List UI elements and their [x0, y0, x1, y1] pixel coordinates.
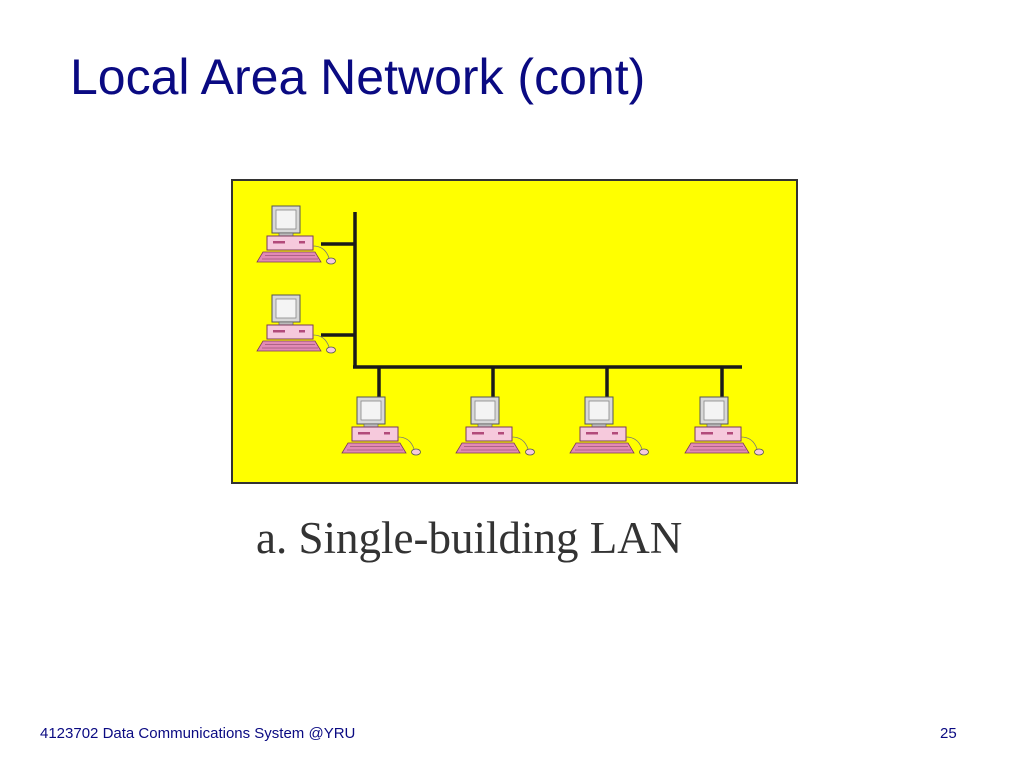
slide-footer: 4123702 Data Communications System @YRU: [40, 725, 356, 742]
lan-cabling: [321, 212, 742, 397]
page-number: 25: [940, 725, 957, 742]
slide-title: Local Area Network (cont): [70, 49, 646, 105]
diagram-caption: a. Single-building LAN: [256, 513, 683, 563]
lan-diagram: [231, 179, 798, 484]
